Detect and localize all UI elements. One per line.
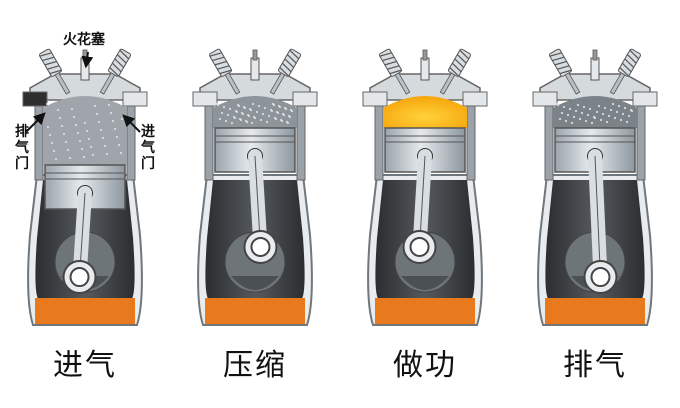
cylinder-wall-left — [374, 99, 384, 181]
gas-particles — [45, 102, 124, 161]
engine-stage-4 — [532, 48, 658, 326]
intake-port — [122, 91, 148, 107]
spark-plug-arrow — [81, 51, 94, 69]
intake-port — [292, 91, 318, 107]
exhaust-port — [22, 91, 48, 107]
cylinder-wall-right — [126, 99, 136, 181]
stage-label-compression: 压缩 — [223, 348, 287, 383]
oil-sump — [375, 298, 475, 324]
connecting-rod-icon — [243, 149, 278, 264]
exhaust-valve-callout: 排气门 — [15, 124, 29, 172]
intake-valve-callout: 进气门 — [141, 124, 155, 172]
oil-sump — [545, 298, 645, 324]
cylinder-wall-right — [466, 99, 476, 181]
intake-port — [462, 91, 488, 107]
engine-stage-2 — [192, 48, 318, 326]
valve-spring-icon — [549, 48, 581, 95]
cylinder-wall-right — [636, 99, 646, 181]
engine-stage-3 — [362, 48, 488, 326]
cylinder-wall-left — [544, 99, 554, 181]
spark-plug-icon — [590, 49, 600, 81]
exhaust-port — [192, 91, 218, 107]
cylinder-wall-right — [296, 99, 306, 181]
gas-particles — [555, 102, 634, 125]
engine-stage-1 — [22, 48, 148, 326]
exhaust-port — [362, 91, 388, 107]
intake-port — [632, 91, 658, 107]
combustion-chamber — [43, 96, 127, 165]
stage-label-intake: 进气 — [53, 348, 117, 383]
oil-sump — [35, 298, 135, 324]
valve-spring-icon — [269, 48, 301, 95]
combustion-chamber — [553, 96, 637, 128]
spark-plug-icon — [420, 49, 430, 81]
cylinder-wall-left — [204, 99, 214, 181]
valve-spring-icon — [209, 48, 241, 95]
spark-plug-icon — [250, 49, 260, 81]
spark-plug-callout: 火花塞 — [63, 32, 105, 48]
stage-label-exhaust: 排气 — [563, 348, 627, 383]
exhaust-port — [532, 91, 558, 107]
gas-particles — [215, 102, 294, 125]
connecting-rod-icon — [62, 186, 97, 295]
valve-spring-icon — [99, 48, 131, 95]
exhaust-valve-arrow — [25, 112, 46, 133]
valve-spring-icon — [39, 48, 71, 95]
stage-label-power: 做功 — [393, 348, 457, 383]
valve-spring-icon — [439, 48, 471, 95]
combustion-chamber — [383, 96, 467, 128]
valve-spring-icon — [609, 48, 641, 95]
cylinder-wall-left — [34, 99, 44, 181]
connecting-rod-icon — [402, 149, 437, 264]
callout-arrows — [25, 51, 141, 133]
valve-spring-icon — [379, 48, 411, 95]
intake-valve-arrow — [122, 114, 141, 133]
oil-sump — [205, 298, 305, 324]
combustion-chamber — [213, 96, 297, 128]
connecting-rod-icon — [583, 149, 618, 295]
